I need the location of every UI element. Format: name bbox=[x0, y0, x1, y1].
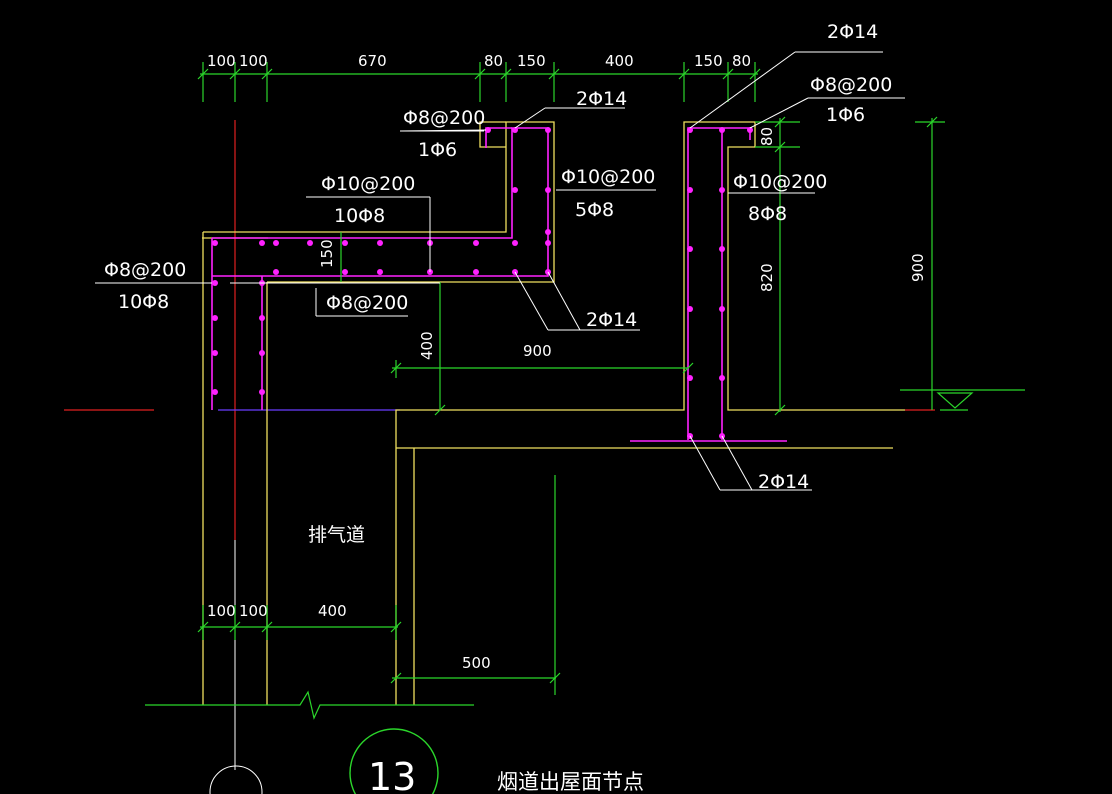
label-left-top-corner: 2Φ14 bbox=[576, 88, 627, 110]
dimension-lines bbox=[145, 116, 1025, 720]
top-dim-4: 80 bbox=[484, 52, 503, 70]
label-slab-stirrup: Φ10@200 bbox=[321, 173, 415, 195]
dim-500: 500 bbox=[462, 654, 491, 672]
top-dim-6: 400 bbox=[605, 52, 634, 70]
dim-900-horizontal: 900 bbox=[523, 342, 552, 360]
top-dim-1: 100 bbox=[207, 52, 236, 70]
label-right-bottom-corner: 2Φ14 bbox=[758, 471, 809, 493]
label-right-mid-stirrup: Φ10@200 bbox=[733, 171, 827, 193]
label-right-top-bar: 1Φ6 bbox=[826, 104, 865, 126]
top-dim-7: 150 bbox=[694, 52, 723, 70]
label-wall-stirrup: Φ8@200 bbox=[104, 259, 186, 281]
dim-820-vertical: 820 bbox=[758, 263, 776, 292]
top-dimension-chain: 100 100 670 80 150 400 150 80 bbox=[197, 52, 761, 102]
label-left-top-bar: 1Φ6 bbox=[418, 139, 457, 161]
label-slab-bottom: Φ8@200 bbox=[326, 292, 408, 314]
bottom-dim-3: 400 bbox=[318, 602, 347, 620]
dim-80-vertical: 80 bbox=[758, 127, 776, 146]
label-upright-bars: 5Φ8 bbox=[575, 199, 614, 221]
label-slab-bars: 10Φ8 bbox=[334, 205, 385, 227]
label-slab-corner: 2Φ14 bbox=[586, 309, 637, 331]
top-dim-5: 150 bbox=[517, 52, 546, 70]
detail-number-circle bbox=[349, 728, 439, 794]
label-upright-stirrup: Φ10@200 bbox=[561, 166, 655, 188]
rebar-lines bbox=[211, 127, 787, 442]
dim-400-vertical: 400 bbox=[418, 331, 436, 360]
top-dim-3: 670 bbox=[358, 52, 387, 70]
label-right-top-corner: 2Φ14 bbox=[827, 21, 878, 43]
dim-150-vertical: 150 bbox=[318, 239, 336, 268]
top-dim-2: 100 bbox=[239, 52, 268, 70]
axis-bubble bbox=[209, 765, 263, 794]
axis-lines bbox=[64, 120, 935, 794]
detail-number: 13 bbox=[368, 755, 416, 794]
label-right-top-stirrup: Φ8@200 bbox=[810, 74, 892, 96]
top-dim-8: 80 bbox=[732, 52, 751, 70]
bottom-dim-2: 100 bbox=[239, 602, 268, 620]
bottom-dim-1: 100 bbox=[207, 602, 236, 620]
dim-900-vertical: 900 bbox=[909, 253, 927, 282]
drawing-title: 烟道出屋面节点 bbox=[497, 770, 644, 794]
concrete-outline bbox=[202, 121, 905, 705]
label-left-top-stirrup: Φ8@200 bbox=[403, 107, 485, 129]
room-label: 排气道 bbox=[308, 524, 365, 546]
label-right-mid-bars: 8Φ8 bbox=[748, 203, 787, 225]
leader-lines bbox=[95, 51, 905, 491]
label-wall-bars: 10Φ8 bbox=[118, 291, 169, 313]
